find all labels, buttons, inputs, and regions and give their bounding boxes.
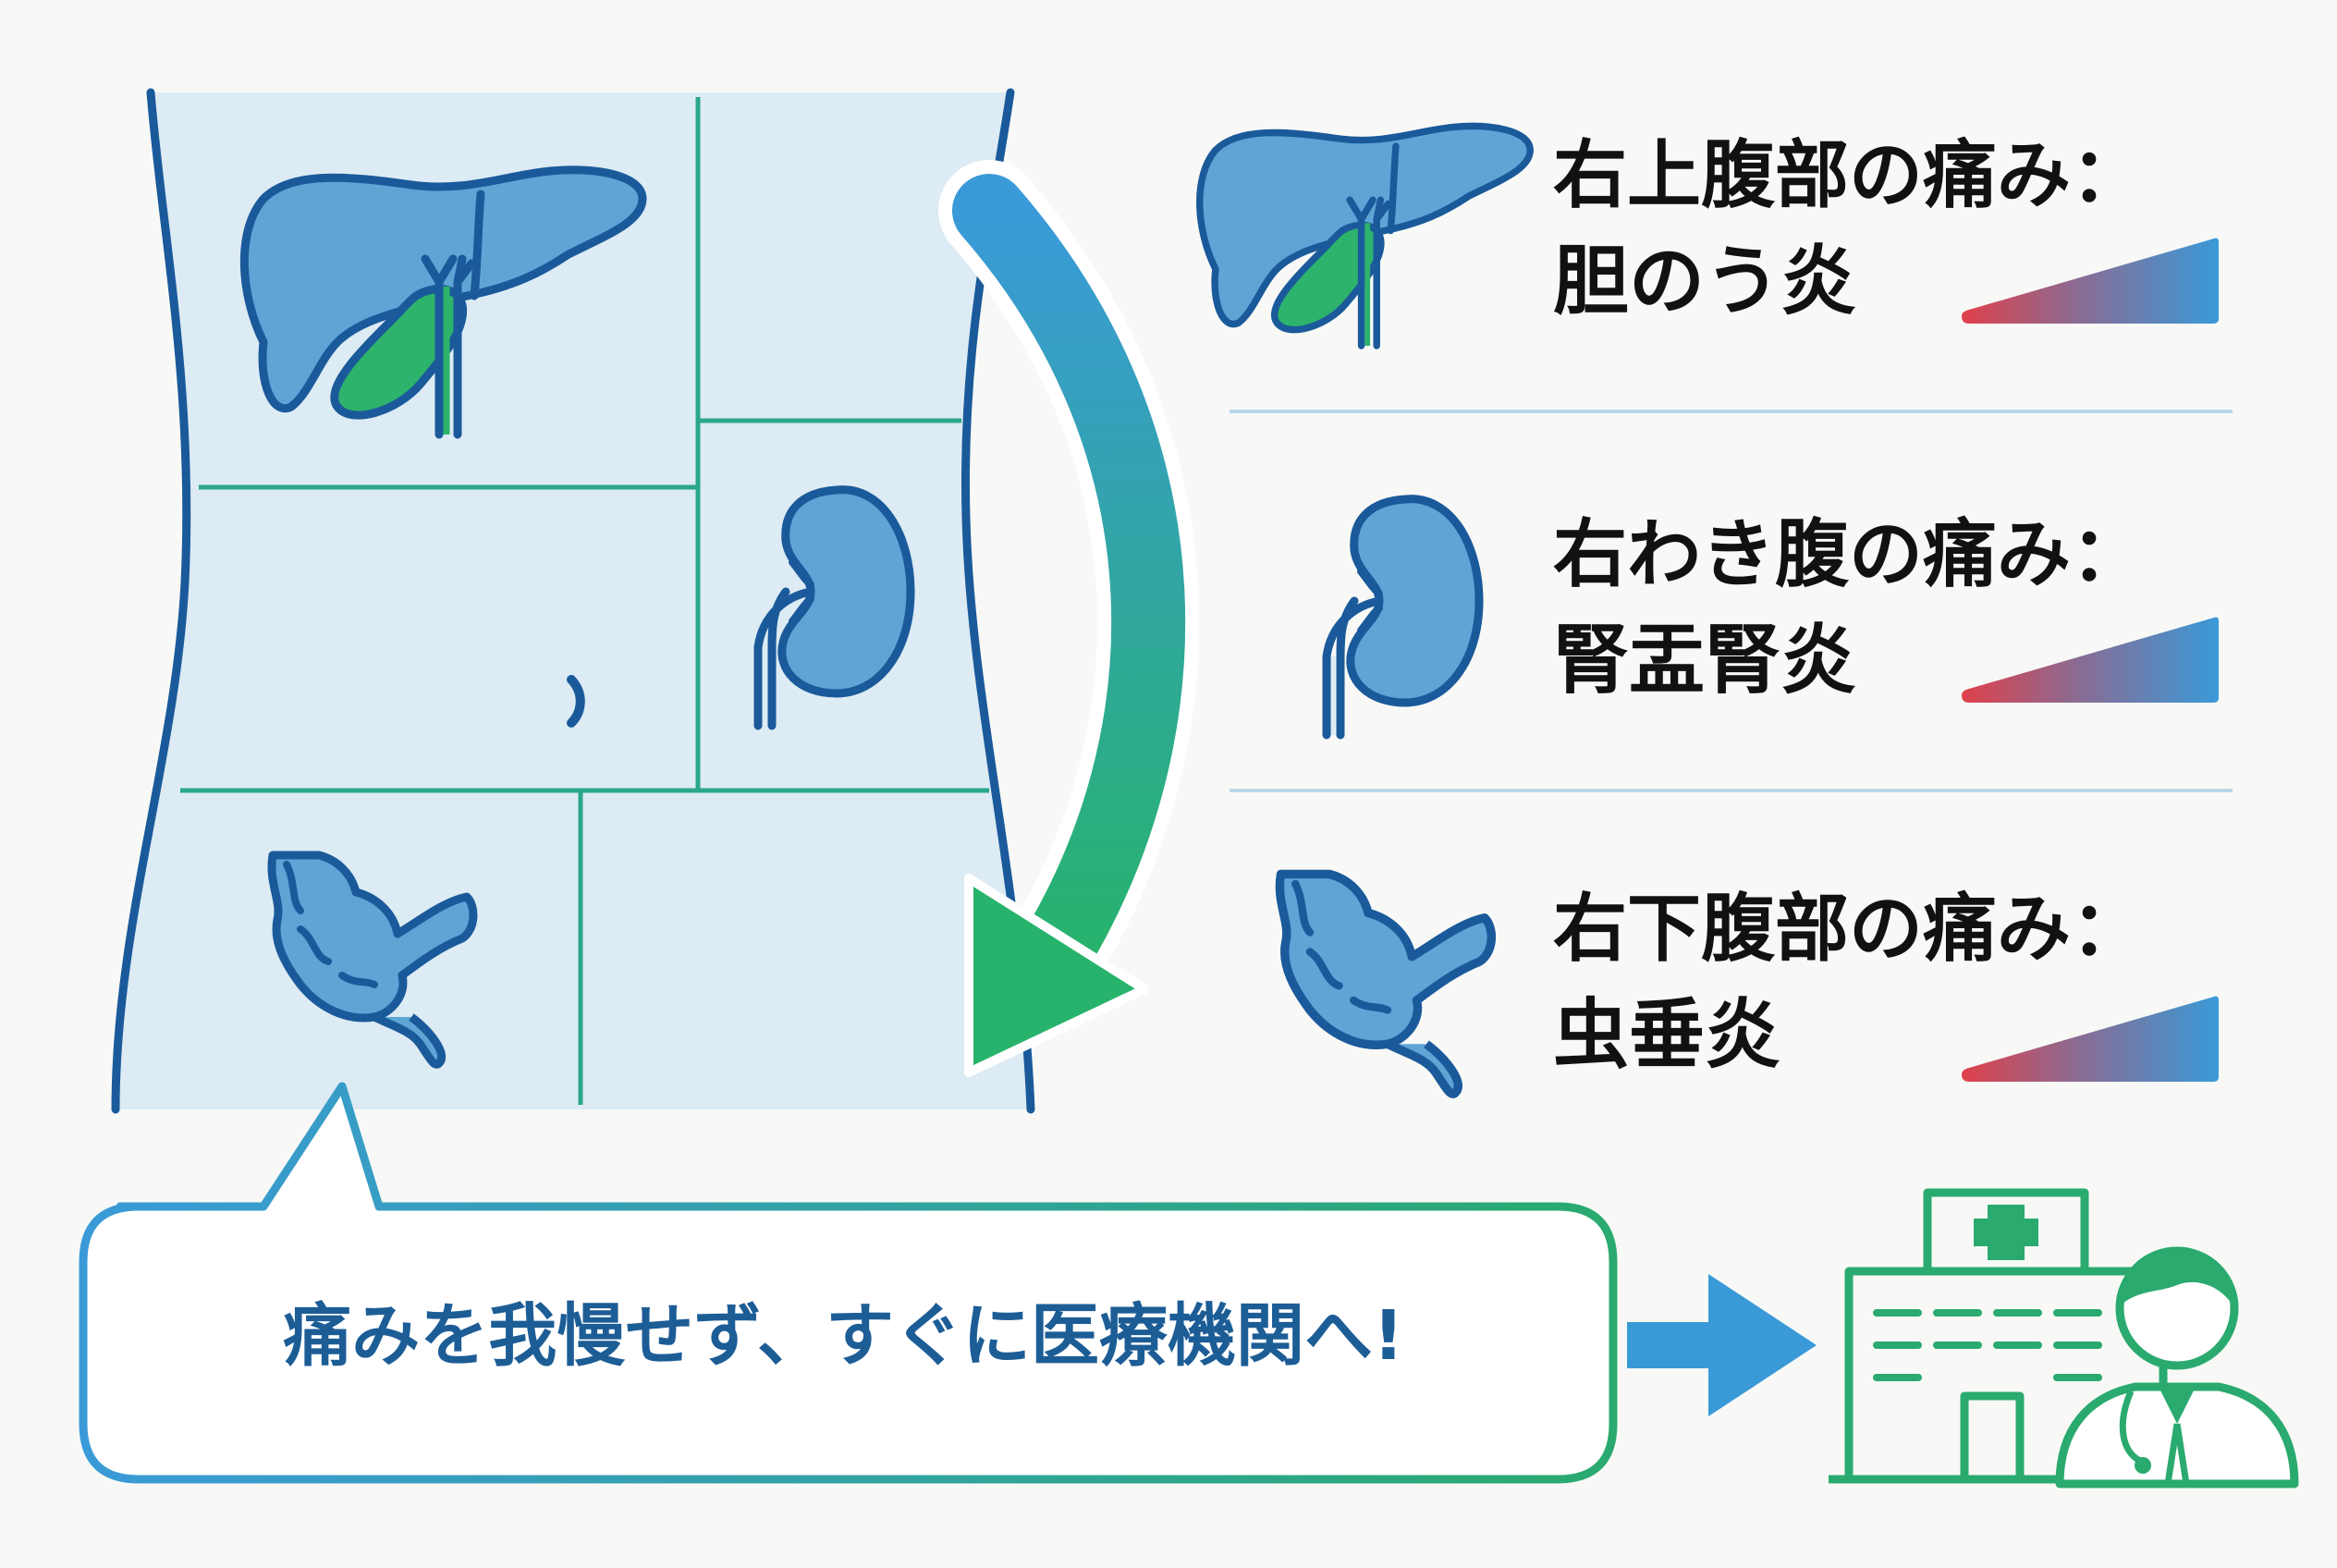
- kidney-icon: [1327, 499, 1479, 735]
- right-arrow-icon: [1627, 1274, 1817, 1416]
- region-label-lower-right: 右下腹部の痛み：: [1553, 886, 2145, 972]
- region-label-right-flank: 右わき腹の痛み：: [1553, 511, 2145, 597]
- curved-arrow: [938, 160, 1200, 1077]
- severity-bar: [1962, 996, 2219, 1082]
- severity-bar: [1962, 238, 2219, 324]
- banner-message: 痛みを我慢せず、すぐに医療機関へ!: [283, 1296, 1404, 1376]
- appendix-icon: [1279, 875, 1491, 1095]
- severity-bar: [1962, 617, 2219, 703]
- condition-label-cholecystitis: 胆のう炎: [1553, 238, 1857, 325]
- liver-gallbladder-icon: [1200, 126, 1530, 346]
- condition-label-pyelonephritis: 腎盂腎炎: [1553, 617, 1857, 704]
- torso-diagram: [111, 88, 1035, 1114]
- speech-bubble: [79, 1082, 1618, 1484]
- condition-label-appendicitis: 虫垂炎: [1553, 991, 1781, 1079]
- doctor-icon: [2055, 1246, 2299, 1488]
- hospital-icon: [1829, 1188, 2168, 1484]
- region-label-upper-right: 右上腹部の痛み：: [1553, 132, 2145, 218]
